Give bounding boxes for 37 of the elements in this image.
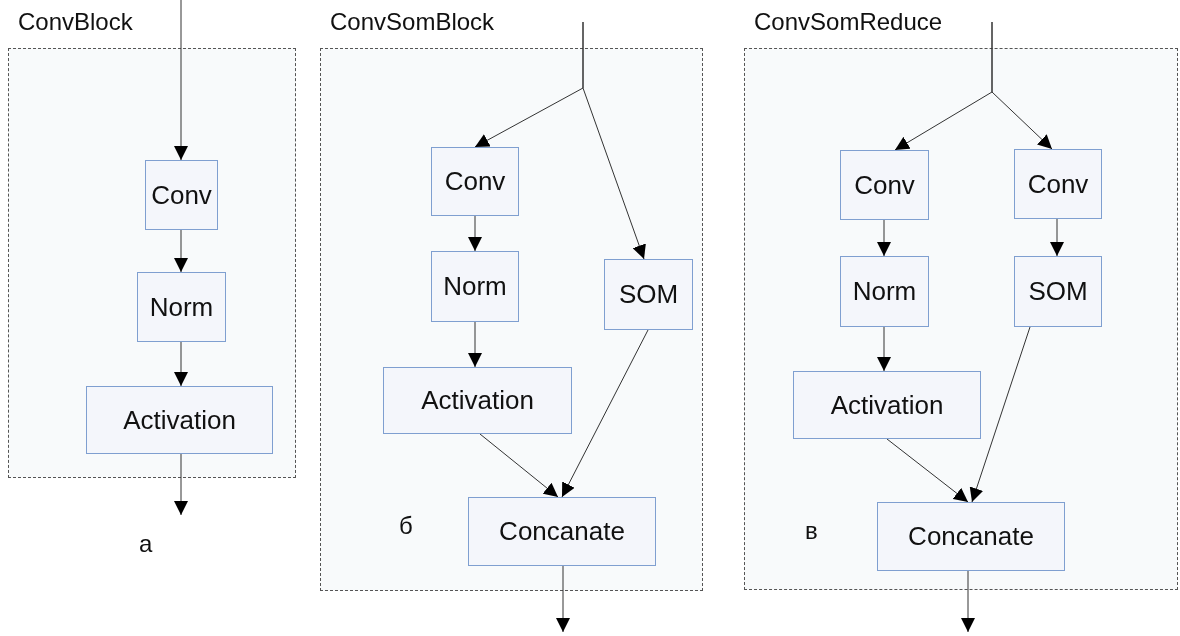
arrow: [877, 219, 891, 257]
arrow: [468, 321, 482, 368]
process-box: Conv: [145, 160, 218, 230]
process-box: Activation: [383, 367, 572, 434]
process-box: SOM: [604, 259, 693, 330]
process-box: Concanate: [877, 502, 1065, 571]
arrow: [991, 21, 1053, 150]
process-box: Conv: [1014, 149, 1102, 219]
group-heading: ConvBlock: [18, 8, 133, 36]
arrow: [556, 565, 570, 633]
process-box: Conv: [840, 150, 929, 220]
arrow: [961, 570, 975, 633]
process-box: Norm: [137, 272, 226, 342]
process-box: Conv: [431, 147, 519, 216]
process-box: Activation: [793, 371, 981, 439]
panel-letter: б: [399, 512, 413, 540]
arrow: [479, 433, 559, 498]
group-heading: ConvSomBlock: [330, 8, 495, 36]
process-box: Norm: [431, 251, 519, 322]
process-box: Activation: [86, 386, 273, 454]
panel-letter: в: [805, 517, 818, 545]
arrow: [561, 329, 649, 498]
arrow: [877, 326, 891, 372]
group-heading: ConvSomReduce: [754, 8, 943, 36]
arrow: [1050, 218, 1064, 257]
arrow: [969, 326, 1031, 503]
panel-letter: а: [139, 530, 153, 558]
arrow: [886, 438, 969, 503]
process-box: Norm: [840, 256, 929, 327]
arrow: [582, 21, 646, 260]
arrow: [174, 453, 188, 516]
arrow: [174, 229, 188, 273]
arrow: [174, 0, 188, 161]
process-box: SOM: [1014, 256, 1102, 327]
arrow: [468, 215, 482, 252]
process-box: Concanate: [468, 497, 656, 566]
arrow: [174, 341, 188, 387]
